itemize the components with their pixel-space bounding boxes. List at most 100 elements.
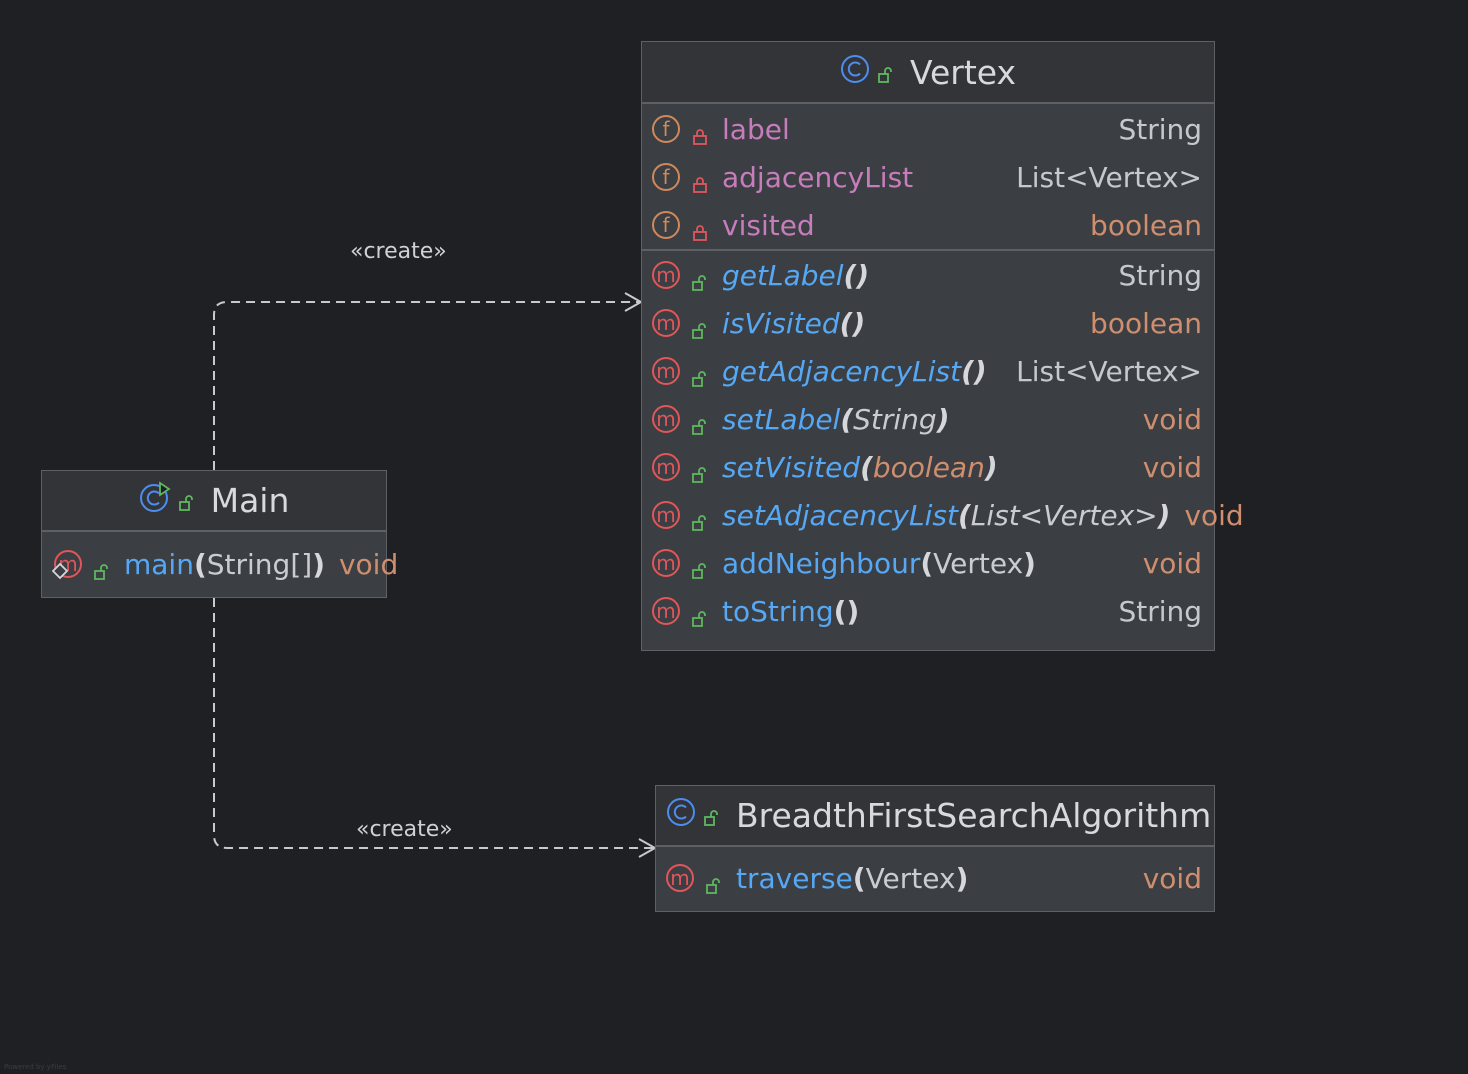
method-icon: m [52, 550, 82, 579]
method-params: Vertex [933, 546, 1024, 580]
paren-close: ) [984, 450, 998, 484]
paren-close: ) [955, 861, 969, 895]
method-params: List<Vertex> [970, 498, 1158, 532]
paren-open: ( [833, 594, 847, 628]
class-breadth-first-search-algorithm[interactable]: BreadthFirstSearchAlgorithm m traverse(V… [655, 785, 1215, 912]
field-name: adjacencyList [722, 160, 914, 194]
paren-open: ( [957, 498, 971, 532]
method-name: setVisited [722, 450, 861, 484]
paren-close: ) [846, 594, 860, 628]
method-name: setLabel [722, 402, 841, 436]
return-type: void [1142, 450, 1202, 484]
method-params: String [853, 402, 937, 436]
public-lock-icon [692, 410, 708, 435]
method-icon: m [652, 549, 680, 577]
public-lock-icon [692, 602, 708, 627]
field-type: List<Vertex> [1016, 160, 1202, 194]
private-lock-icon [692, 120, 708, 145]
field-row[interactable]: f adjacencyList List<Vertex> [642, 153, 1214, 201]
public-lock-icon [704, 796, 720, 835]
field-icon: f [652, 115, 680, 143]
method-name: isVisited [722, 306, 840, 340]
paren-close: ) [936, 402, 950, 436]
field-name: label [722, 112, 790, 146]
method-icon: m [652, 357, 680, 385]
field-type: boolean [1090, 208, 1202, 242]
method-row[interactable]: m setLabel(String) void [642, 395, 1214, 443]
return-type: void [1142, 402, 1202, 436]
paren-close: ) [973, 354, 987, 388]
method-params: boolean [872, 450, 985, 484]
return-type: String [1118, 594, 1202, 628]
public-lock-icon [692, 554, 708, 579]
return-type: boolean [1090, 306, 1202, 340]
method-params: String[] [206, 547, 313, 581]
method-row[interactable]: m isVisited() boolean [642, 299, 1214, 347]
section-separator [642, 249, 1214, 251]
method-name: traverse [736, 861, 853, 895]
paren-close: ) [1157, 498, 1171, 532]
edge-label-create-bfs: «create» [356, 817, 453, 842]
class-name: BreadthFirstSearchAlgorithm [736, 796, 1212, 835]
method-row[interactable]: m setVisited(boolean) void [642, 443, 1214, 491]
field-icon: f [652, 163, 680, 191]
class-name: Main [210, 481, 290, 520]
method-name: setAdjacencyList [722, 498, 958, 532]
method-row[interactable]: m traverse(Vertex) void [656, 847, 1214, 909]
method-row[interactable]: m toString() String [642, 587, 1214, 635]
method-name: addNeighbour [722, 546, 921, 580]
field-type: String [1118, 112, 1202, 146]
public-lock-icon [878, 53, 894, 92]
return-type: void [1142, 546, 1202, 580]
public-lock-icon [178, 481, 195, 520]
method-icon: m [652, 261, 680, 289]
paren-close: ) [1023, 546, 1036, 580]
method-icon: m [652, 405, 680, 433]
method-name: toString [722, 594, 834, 628]
method-icon: m [652, 597, 680, 625]
class-header: Main [42, 471, 386, 532]
paren-open: ( [840, 402, 854, 436]
edge-main-bfs [213, 598, 654, 849]
paren-open: ( [852, 861, 866, 895]
method-row[interactable]: m main(String[]) void [42, 532, 398, 596]
field-name: visited [722, 208, 815, 242]
public-lock-icon [692, 266, 708, 291]
return-type: void [338, 547, 399, 581]
public-lock-icon [692, 458, 708, 483]
credit-text: Powered by yFiles [4, 1063, 67, 1071]
class-name: Vertex [909, 52, 1017, 92]
paren-open: ( [193, 547, 207, 581]
return-type: void [1184, 498, 1244, 532]
method-icon: m [652, 309, 680, 337]
paren-open: ( [839, 306, 853, 340]
method-name: getAdjacencyList [722, 354, 962, 388]
method-row[interactable]: m addNeighbour(Vertex) void [642, 539, 1214, 587]
method-icon: m [652, 453, 680, 481]
paren-open: ( [860, 450, 873, 484]
public-lock-icon [706, 869, 722, 894]
class-icon [840, 53, 870, 92]
edge-main-vertex [213, 301, 640, 470]
paren-close: ) [852, 306, 866, 340]
public-lock-icon [692, 362, 708, 387]
return-type: List<Vertex> [1016, 354, 1202, 388]
public-lock-icon [94, 555, 110, 580]
method-params: Vertex [865, 861, 956, 895]
paren-close: ) [312, 547, 325, 581]
edge-label-create-vertex: «create» [350, 239, 447, 264]
method-name: main [124, 547, 194, 581]
class-header: Vertex [642, 42, 1214, 104]
field-row[interactable]: f visited boolean [642, 201, 1214, 249]
field-row[interactable]: f label String [642, 105, 1214, 153]
field-icon: f [652, 211, 680, 239]
public-lock-icon [692, 506, 708, 531]
class-header: BreadthFirstSearchAlgorithm [656, 786, 1214, 847]
paren-open: ( [920, 546, 934, 580]
class-main[interactable]: Main m main(String[]) void [41, 470, 398, 598]
paren-close: ) [856, 258, 870, 292]
